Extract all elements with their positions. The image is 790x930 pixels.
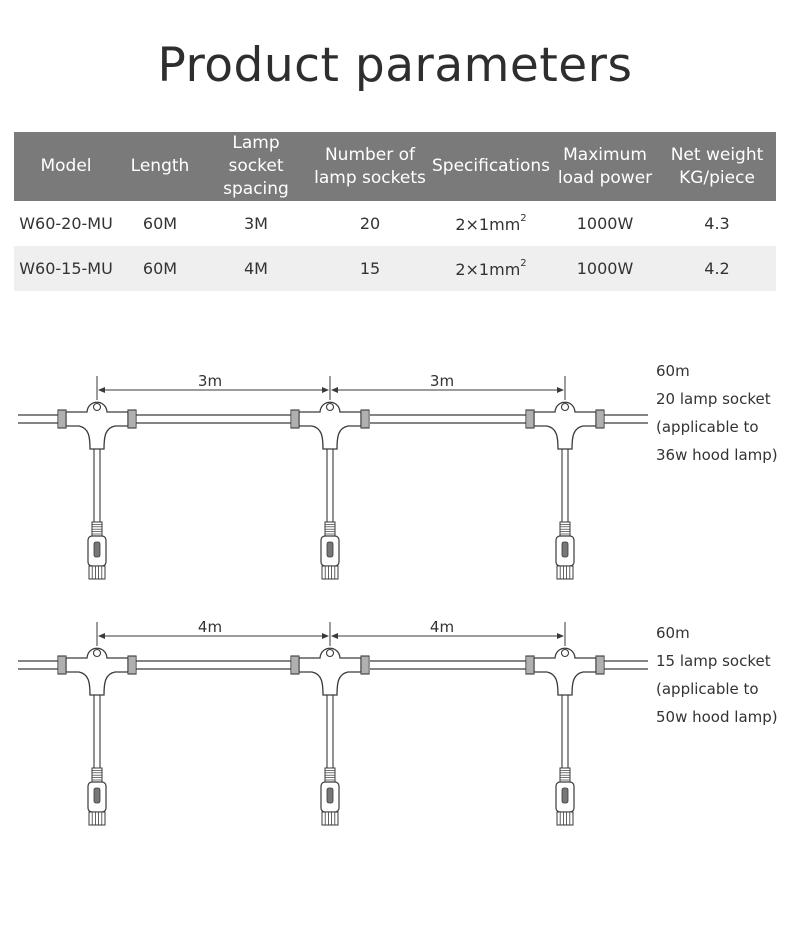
cell-length: 60M (118, 246, 202, 291)
plug-thread (556, 565, 574, 580)
dimension-arrow (322, 633, 329, 639)
cell-spacing: 4M (202, 246, 310, 291)
cell-weight: 4.2 (658, 246, 776, 291)
t-connector (65, 647, 129, 696)
spacing-label: 4m (198, 618, 222, 636)
plug-window (93, 541, 101, 558)
dimension-arrow (557, 387, 564, 393)
mounting-hole (92, 648, 102, 658)
plug-window (93, 787, 101, 804)
header-specifications: Specifications (430, 132, 552, 201)
note-line: 36w hood lamp) (656, 446, 778, 464)
note-line: 20 lamp socket (656, 390, 771, 408)
cell-sockets: 20 (310, 201, 430, 246)
dimension-arrow (331, 387, 338, 393)
header-length: Length (118, 132, 202, 201)
note-line: 60m (656, 624, 690, 642)
plug-thread (321, 565, 339, 580)
plug-window (326, 787, 334, 804)
spacing-label: 3m (430, 372, 454, 390)
spacing-label: 3m (198, 372, 222, 390)
cell-model: W60-20-MU (14, 201, 118, 246)
note-line: 50w hood lamp) (656, 708, 778, 726)
cell-spacing: 3M (202, 201, 310, 246)
cell-length: 60M (118, 201, 202, 246)
cable-diagram-20-socket: 3m 3m (18, 372, 648, 580)
cell-power: 1000W (552, 246, 658, 291)
note-line: (applicable to (656, 418, 759, 436)
spacing-label: 4m (430, 618, 454, 636)
page-title: Product parameters (157, 38, 633, 93)
t-connector (298, 401, 362, 450)
diagram-note-20-socket: 60m 20 lamp socket (applicable to 36w ho… (656, 357, 778, 469)
mounting-hole (325, 402, 335, 412)
header-model: Model (14, 132, 118, 201)
dimension-arrow (322, 387, 329, 393)
cell-power: 1000W (552, 201, 658, 246)
note-line: 15 lamp socket (656, 652, 771, 670)
cell-spec: 2×1mm2 (430, 246, 552, 291)
t-connector (65, 401, 129, 450)
dimension-arrow (557, 633, 564, 639)
cell-sockets: 15 (310, 246, 430, 291)
diagram-note-15-socket: 60m 15 lamp socket (applicable to 50w ho… (656, 619, 778, 731)
dimension-arrow (331, 633, 338, 639)
cell-model: W60-15-MU (14, 246, 118, 291)
dimension-arrow (98, 387, 105, 393)
plug-thread (556, 811, 574, 826)
plug-thread (88, 565, 106, 580)
mounting-hole (92, 402, 102, 412)
note-line: (applicable to (656, 680, 759, 698)
plug-window (561, 787, 569, 804)
note-line: 60m (656, 362, 690, 380)
mounting-hole (325, 648, 335, 658)
plug-thread (321, 811, 339, 826)
mounting-hole (560, 402, 570, 412)
mounting-hole (560, 648, 570, 658)
t-connector (533, 647, 597, 696)
t-connector (533, 401, 597, 450)
t-connector (298, 647, 362, 696)
cell-spec: 2×1mm2 (430, 201, 552, 246)
cable-diagram-15-socket: 4m 4m (18, 618, 648, 826)
plug-window (326, 541, 334, 558)
plug-thread (88, 811, 106, 826)
dimension-arrow (98, 633, 105, 639)
table-row: W60-20-MU 60M 3M 20 2×1mm2 1000W 4.3 (14, 201, 776, 246)
cell-weight: 4.3 (658, 201, 776, 246)
table-row: W60-15-MU 60M 4M 15 2×1mm2 1000W 4.2 (14, 246, 776, 291)
plug-window (561, 541, 569, 558)
